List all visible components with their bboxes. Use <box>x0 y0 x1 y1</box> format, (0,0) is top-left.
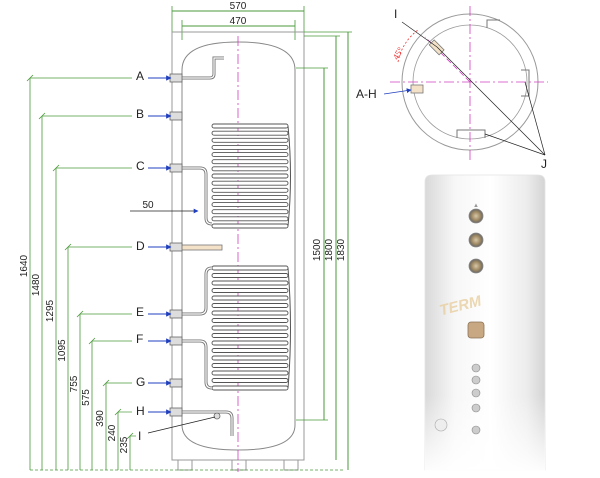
dim-height-0: 1640 <box>19 254 30 277</box>
coil-turn <box>211 280 289 286</box>
coil-turn <box>211 370 289 376</box>
label-ah: A-H <box>356 87 377 101</box>
coil-turn <box>211 355 289 361</box>
dim-outer-width: 570 <box>230 1 247 12</box>
connection-stub <box>169 378 183 388</box>
connection-label-e: E <box>136 305 144 319</box>
coil-turn <box>211 187 289 193</box>
coil-turn <box>211 333 289 338</box>
dim-height-7: 240 <box>107 424 118 441</box>
coil-turn <box>211 340 289 346</box>
coil-turn <box>211 209 289 215</box>
connection-stub <box>169 111 183 121</box>
connection-label-i: I <box>138 429 141 443</box>
dim-height-8: 235 <box>119 436 130 453</box>
coil-turn <box>211 216 289 222</box>
coil-turn <box>211 194 289 200</box>
coil-turn <box>211 310 289 316</box>
connection-stub <box>169 407 183 417</box>
connection-stub <box>169 73 183 83</box>
top-view: 45° I A-H J <box>356 6 548 171</box>
dim-height-4: 755 <box>69 375 80 392</box>
connection-label-d: D <box>136 239 145 253</box>
port-1 <box>468 208 484 224</box>
coil-turn <box>211 273 289 278</box>
coil-turn <box>211 202 289 208</box>
coil-turn <box>211 348 289 353</box>
angle-label: 45° <box>391 45 406 61</box>
dim-inner-width: 470 <box>230 16 247 27</box>
coil-turn <box>211 166 289 172</box>
coil-turn <box>211 363 289 368</box>
connection-label-h: H <box>136 404 145 418</box>
coil-turn <box>211 325 289 331</box>
coil-turn <box>211 303 289 308</box>
connection-stub <box>169 309 183 319</box>
dim-height-1: 1480 <box>31 273 42 296</box>
coil-turn <box>211 378 289 383</box>
coil-turn <box>211 265 289 271</box>
coil-turn <box>211 130 289 136</box>
connection-label-b: B <box>136 107 144 121</box>
dim-height-5: 575 <box>81 389 92 406</box>
coil-turn <box>211 180 289 186</box>
connection-stub <box>169 242 183 252</box>
connection-label-f: F <box>136 332 143 346</box>
connection-stub <box>169 336 183 346</box>
connection-label-a: A <box>136 69 144 83</box>
product-render: ▲ TERM <box>424 174 546 475</box>
coil-turn <box>211 223 289 229</box>
coil-offset-dimension: 50 <box>130 200 199 214</box>
dim-height-6: 390 <box>95 410 106 427</box>
dim-1800: 1800 <box>324 238 335 261</box>
coil-turn <box>211 385 289 391</box>
svg-text:▲: ▲ <box>473 203 479 209</box>
coil-turn <box>211 137 289 143</box>
coil-turn <box>211 152 289 158</box>
upper-coil <box>211 123 291 229</box>
dim-height-2: 1295 <box>45 299 56 322</box>
port-3 <box>468 258 484 274</box>
left-height-dimensions: 1640 A 1480 B 1295 C 1095 D 755 E 575 F 390 G 240 H 235 I <box>19 69 216 470</box>
port-2 <box>468 232 484 248</box>
coil-turn <box>211 318 289 323</box>
dim-coil-offset: 50 <box>142 200 154 211</box>
coil-turn <box>211 288 289 293</box>
sensor-port <box>467 321 485 339</box>
dim-1830: 1830 <box>336 238 347 261</box>
right-height-dimensions: 1500 1800 1830 <box>296 31 352 470</box>
coil-turn <box>211 144 289 150</box>
label-i-top: I <box>394 7 397 21</box>
coil-turn <box>211 173 289 179</box>
connection-label-c: C <box>136 159 145 173</box>
tank-section-view <box>30 31 345 472</box>
coil-turn <box>211 159 289 165</box>
lower-coil <box>211 265 291 391</box>
coil-turn <box>211 123 289 129</box>
dim-height-3: 1095 <box>57 339 68 362</box>
coil-turn <box>211 295 289 301</box>
connection-label-g: G <box>136 375 145 389</box>
label-j: J <box>541 157 547 171</box>
connection-stub <box>169 163 183 173</box>
top-dimensions: 570 470 <box>171 1 305 40</box>
dim-1500: 1500 <box>312 238 323 261</box>
